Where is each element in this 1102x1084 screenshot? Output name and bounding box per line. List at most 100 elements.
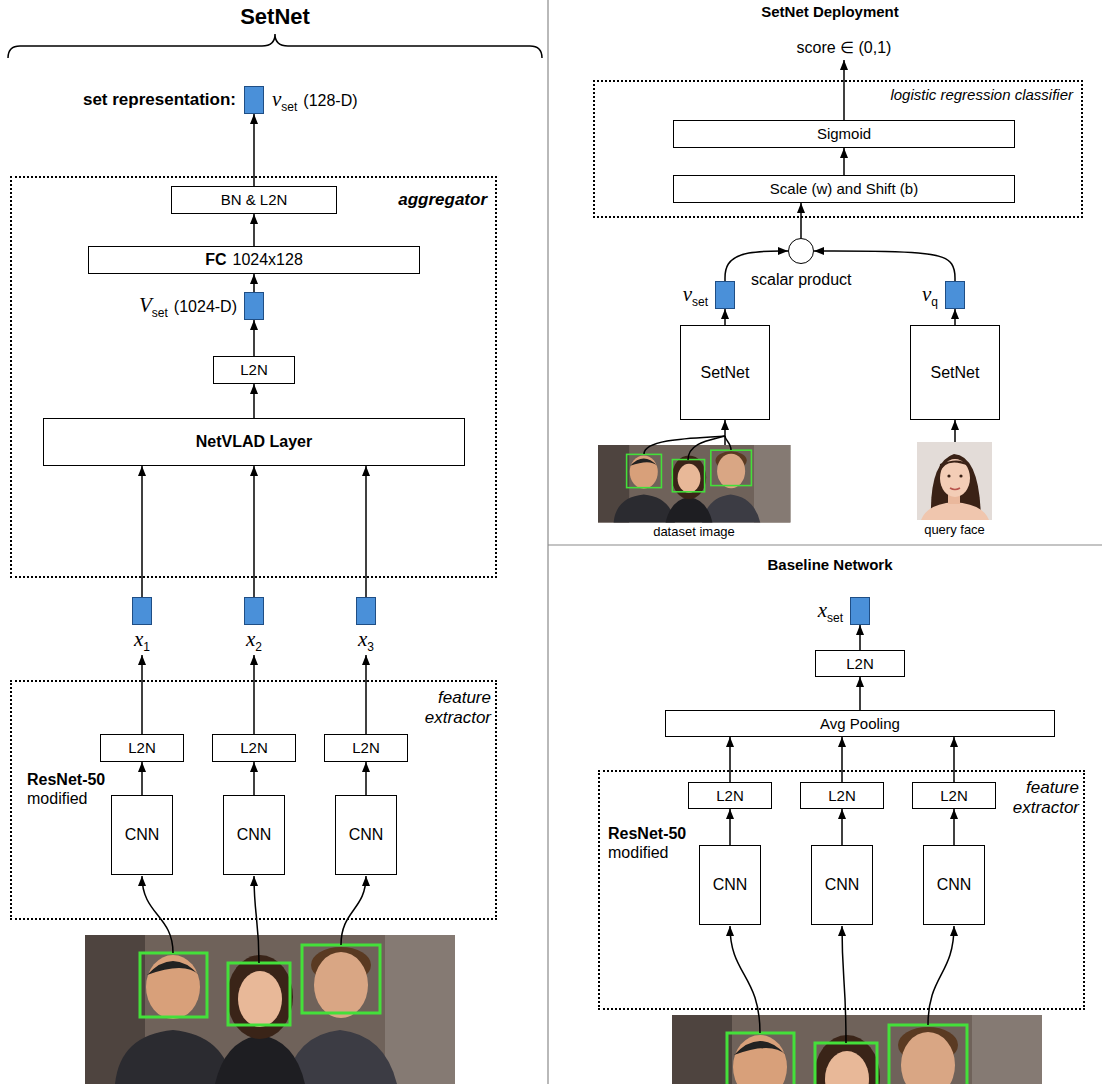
vector-square: vset <box>715 281 735 309</box>
node-text: scalar product <box>751 270 852 289</box>
connector-arrow <box>253 214 255 246</box>
process-box: L2N <box>688 782 772 809</box>
node-text: dataset image <box>653 524 735 540</box>
node-text: CNN <box>237 825 272 844</box>
node-text: x <box>818 598 827 623</box>
node-text: 1024x128 <box>233 250 303 269</box>
text-group: Sigmoid <box>817 125 871 143</box>
text-group: feature extractor <box>995 778 1079 819</box>
text-group: L2N <box>846 655 874 673</box>
node-text: L2N <box>716 787 744 805</box>
text-group: L2N <box>716 787 744 805</box>
text-group: vset(128-D) <box>272 87 358 112</box>
text-group: x2 <box>246 627 262 652</box>
text-group: Avg Pooling <box>820 715 900 733</box>
text-group: CNN <box>937 875 972 894</box>
node-text: L2N <box>240 361 268 379</box>
text-group: CNN <box>125 825 160 844</box>
node-text: 1 <box>143 640 150 654</box>
image-node: dataset image <box>598 445 790 522</box>
node-text: Sigmoid <box>817 125 871 143</box>
vector-square: Vset(1024-D) <box>244 292 264 320</box>
node-text: SetNet <box>931 363 980 382</box>
text-group: L2N <box>352 739 380 757</box>
text-group: set representation: <box>83 90 236 110</box>
process-box: L2N <box>324 734 408 762</box>
text-group: logistic regression classifier <box>890 86 1073 104</box>
vector-square: x1 <box>132 597 152 655</box>
output-label: score ∈ (0,1) <box>797 38 892 57</box>
process-box: L2N <box>212 734 296 762</box>
photo-arrows <box>142 60 954 1043</box>
node-text: L2N <box>240 739 268 757</box>
process-box: L2N <box>815 650 905 677</box>
process-box: SetNet <box>910 325 1000 420</box>
text-group: BN & L2N <box>221 191 288 209</box>
panel-title: SetNet Deployment <box>761 3 899 21</box>
node-text: logistic regression classifier <box>890 86 1073 104</box>
process-box: CNN <box>811 845 873 925</box>
process-box: CNN <box>223 795 285 875</box>
node-text: NetVLAD Layer <box>196 432 312 451</box>
node-text: set <box>827 611 843 625</box>
node-text: Scale (w) and Shift (b) <box>770 180 918 198</box>
node-text: set <box>692 295 708 309</box>
connector-arrow <box>859 677 861 710</box>
process-box: Scale (w) and Shift (b) <box>673 175 1015 203</box>
node-text: CNN <box>125 825 160 844</box>
node-text: x <box>358 627 367 652</box>
text-group: CNN <box>237 825 272 844</box>
vector-square: xset <box>850 597 870 625</box>
node-text: ResNet-50 <box>608 824 686 843</box>
product-circle: scalar product <box>788 238 814 264</box>
group-photo <box>598 445 790 522</box>
process-box: L2N <box>800 782 884 809</box>
connector-arrow <box>953 737 955 782</box>
node-text: set representation: <box>83 90 236 110</box>
text-group: ResNet-50modified <box>27 770 105 808</box>
vector-square: vq <box>945 281 965 309</box>
vector-square: set representation:vset(128-D) <box>244 86 264 114</box>
text-group: CNN <box>713 875 748 894</box>
node-text: BN & L2N <box>221 191 288 209</box>
node-text: feature extractor <box>425 688 491 727</box>
connector-arrow <box>365 762 367 795</box>
process-box: SetNet <box>680 325 770 420</box>
connector-arrow <box>253 274 255 292</box>
process-box: Sigmoid <box>673 120 1015 148</box>
node-text: ResNet-50 <box>27 770 105 789</box>
connector-arrow <box>724 309 726 325</box>
connector-arrow <box>141 655 143 734</box>
text-group: CNN <box>825 875 860 894</box>
node-text: modified <box>27 789 87 808</box>
process-box: FC1024x128 <box>88 246 420 274</box>
text-group: L2N <box>240 739 268 757</box>
group-photo <box>85 935 455 1084</box>
node-text: set <box>152 306 168 320</box>
text-group: L2N <box>240 361 268 379</box>
node-text: SetNet <box>701 363 750 382</box>
panel-divider <box>548 544 1102 545</box>
node-text: aggregator <box>398 190 487 210</box>
text-group: CNN <box>349 825 384 844</box>
node-text: CNN <box>349 825 384 844</box>
text-group: scalar product <box>751 270 852 289</box>
connector-arrow <box>953 809 955 845</box>
text-group: FC1024x128 <box>205 250 303 269</box>
process-box: Avg Pooling <box>665 710 1055 737</box>
connector-arrow <box>253 655 255 734</box>
process-box: L2N <box>100 734 184 762</box>
group-photo <box>672 1015 1042 1084</box>
connector-arrow <box>365 655 367 734</box>
text-group: vset <box>683 282 708 307</box>
connector-arrow <box>141 762 143 795</box>
panel-divider <box>547 0 548 1084</box>
node-text: CNN <box>713 875 748 894</box>
node-text: v <box>683 282 692 307</box>
node-text: x <box>134 627 143 652</box>
node-text: modified <box>608 843 668 862</box>
process-box: CNN <box>335 795 397 875</box>
dotted-group: L2N L2N L2N CNN CNN CNN feature extractorResNe… <box>10 680 497 920</box>
text-group: vq <box>922 282 938 307</box>
